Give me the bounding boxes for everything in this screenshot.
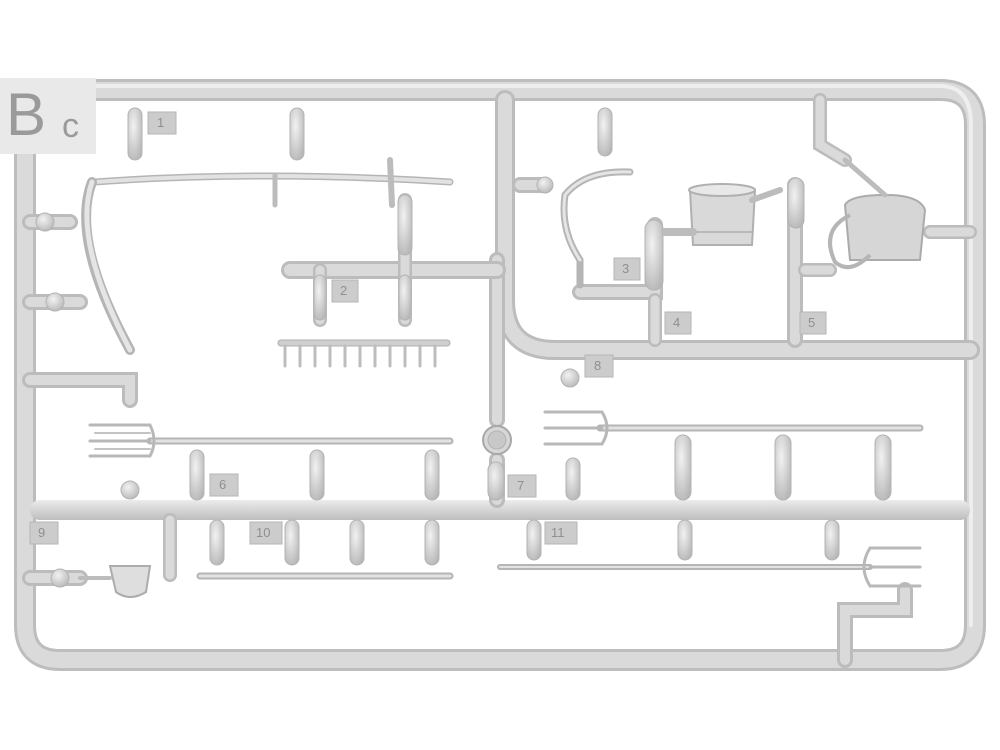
sprue-id-tab: B c: [0, 78, 96, 154]
attachment-gates: [35, 107, 892, 588]
part-number-11: 11: [551, 525, 565, 540]
part-4-bucket: [661, 183, 783, 246]
sprue-sub-letter: c: [62, 107, 79, 145]
part-11-fork: [497, 546, 922, 588]
part-number-7: 7: [517, 478, 525, 493]
part-2-rake: [277, 339, 451, 368]
part-number-2: 2: [340, 283, 348, 298]
runner-bottom: [163, 513, 913, 668]
part-7-sieve: [482, 425, 512, 455]
runner-center: [489, 90, 980, 508]
part-number-8: 8: [594, 358, 602, 373]
part-3-sickle: [560, 168, 634, 289]
sprue-letter: B: [6, 81, 47, 148]
number-tabs: [29, 111, 827, 545]
part-number-5: 5: [808, 315, 816, 330]
part-number-4: 4: [673, 315, 681, 330]
part-number-10: 10: [256, 525, 271, 540]
part-number-3: 3: [622, 261, 630, 276]
part-8-pitchfork: [543, 410, 924, 446]
part-5-watering-can: [828, 157, 927, 270]
runner-middle: [30, 500, 970, 520]
part-number-1: 1: [157, 115, 165, 130]
part-9-shovel: [78, 565, 152, 598]
part-1-scythe: [81, 157, 454, 355]
sprue-frame: [14, 79, 986, 671]
part-number-6: 6: [219, 477, 227, 492]
part-number-9: 9: [38, 525, 46, 540]
part-6-pitchfork: [88, 423, 454, 458]
